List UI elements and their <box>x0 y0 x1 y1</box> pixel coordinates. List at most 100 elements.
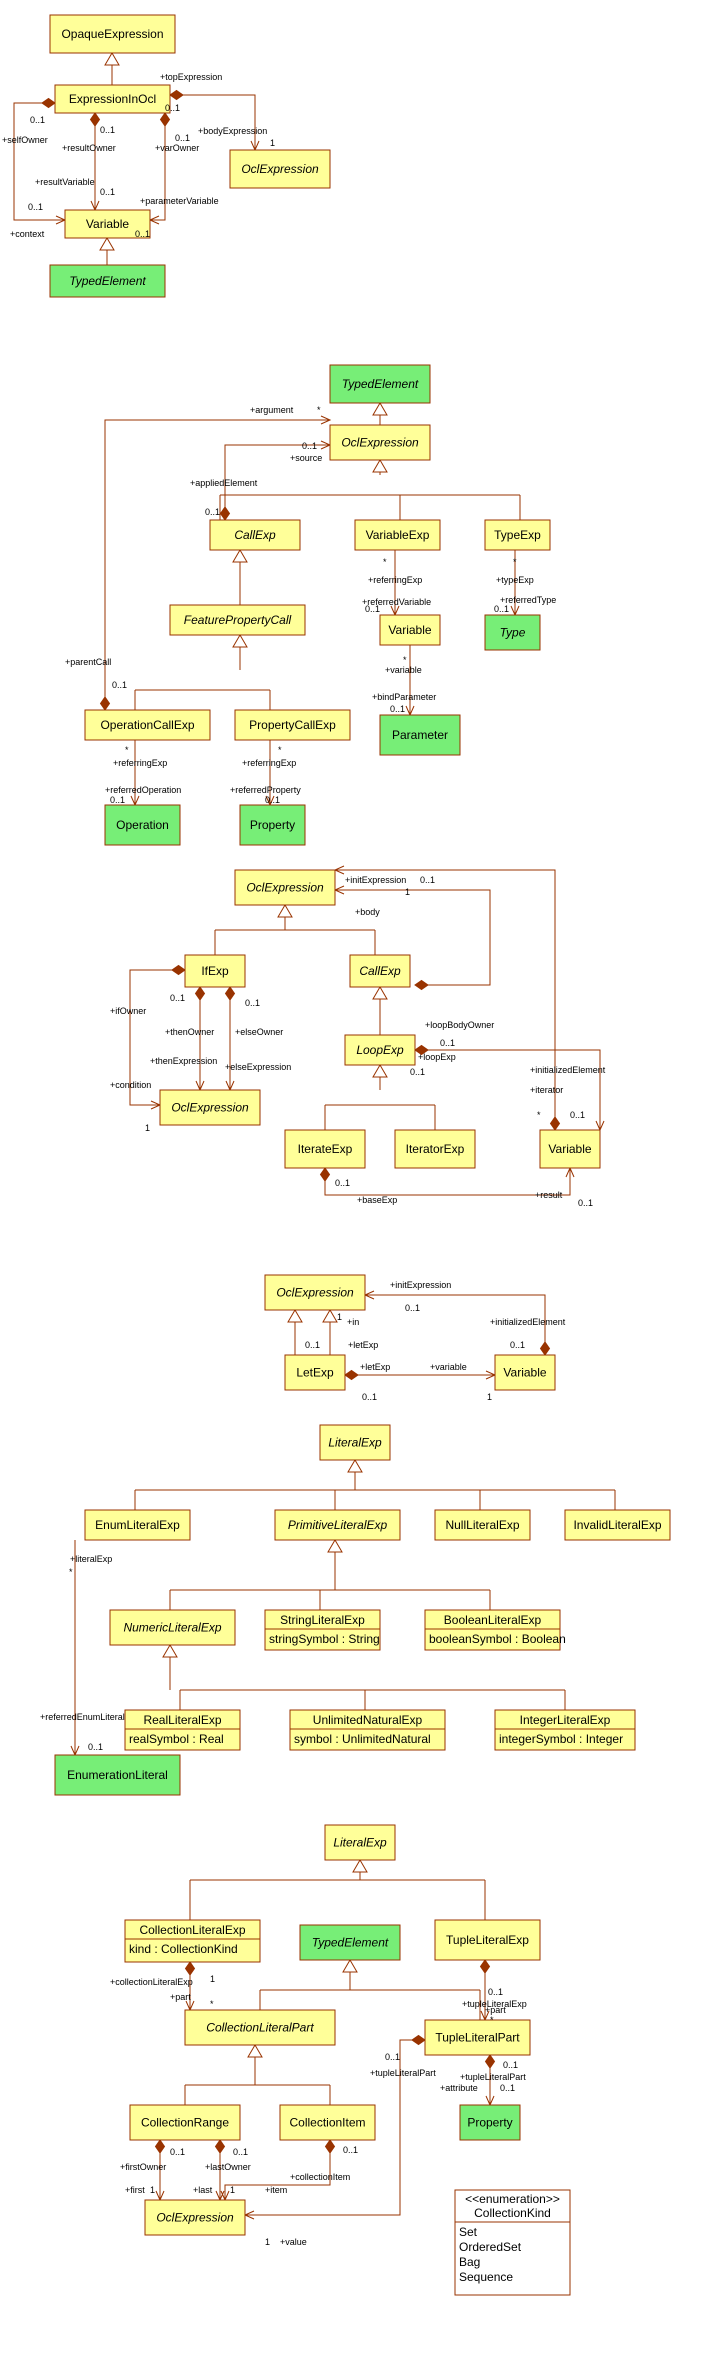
class-parameter[interactable]: Parameter <box>379 714 461 756</box>
class-if-exp[interactable]: IfExp <box>184 954 246 988</box>
class-ocl-expression[interactable]: OclExpression <box>229 149 331 189</box>
class-type-exp[interactable]: TypeExp <box>484 519 551 551</box>
class-literal-exp[interactable]: LiteralExp <box>319 1424 391 1461</box>
class-numeric-literal-exp[interactable]: NumericLiteralExp <box>109 1609 236 1646</box>
edge-label: 0..1 <box>440 1038 455 1048</box>
class-variable[interactable]: Variable <box>379 614 441 646</box>
edge-comp-31 <box>194 986 206 1092</box>
edge-label: +thenOwner <box>165 1027 214 1037</box>
enumeration-literal: OrderedSet <box>459 2240 522 2254</box>
class-property-call-exp[interactable]: PropertyCallExp <box>234 709 351 741</box>
class-primitive-literal-exp[interactable]: PrimitiveLiteralExp <box>274 1509 401 1541</box>
class-expression-in-ocl[interactable]: ExpressionInOcl <box>54 84 171 114</box>
composition-diamond <box>484 2054 496 2069</box>
class-box <box>144 2199 246 2236</box>
class-variable[interactable]: Variable <box>539 1129 601 1169</box>
class-box <box>299 1924 401 1961</box>
edge-label: +last <box>193 2185 213 2195</box>
composition-diamond <box>411 2034 426 2046</box>
edge-label: 0..1 <box>365 604 380 614</box>
edge-label: 0..1 <box>30 115 45 125</box>
class-tuple-literal-exp[interactable]: TupleLiteralExp <box>434 1919 541 1961</box>
class-loop-exp[interactable]: LoopExp <box>344 1034 416 1066</box>
class-name: CallExp <box>234 528 276 542</box>
edge-label: +baseExp <box>357 1195 397 1205</box>
class-typed-element[interactable]: TypedElement <box>49 264 166 298</box>
class-name: OclExpression <box>171 1101 249 1115</box>
class-collection-literal-part[interactable]: CollectionLiteralPart <box>184 2009 336 2046</box>
edge-label: +condition <box>110 1080 151 1090</box>
class-collection-item[interactable]: CollectionItem <box>279 2104 376 2141</box>
enumeration-collection-kind[interactable]: <<enumeration>>CollectionKindSetOrderedS… <box>454 2189 571 2296</box>
generalization-arrowhead <box>99 237 115 251</box>
class-typed-element[interactable]: TypedElement <box>329 364 431 404</box>
class-type[interactable]: Type <box>484 614 541 651</box>
class-call-exp[interactable]: CallExp <box>209 519 301 551</box>
class-let-exp[interactable]: LetExp <box>284 1354 346 1391</box>
class-iterator-exp[interactable]: IteratorExp <box>394 1129 476 1169</box>
class-operation-call-exp[interactable]: OperationCallExp <box>84 709 211 741</box>
class-ocl-expression[interactable]: OclExpression <box>234 869 336 906</box>
class-ocl-expression[interactable]: OclExpression <box>329 424 431 461</box>
generalization-arrowhead <box>327 1539 343 1553</box>
edge-label: 0..1 <box>390 704 405 714</box>
edge-label: 1 <box>270 138 275 148</box>
edge-gen-26 <box>277 904 293 930</box>
class-variable-exp[interactable]: VariableExp <box>354 519 441 551</box>
class-null-literal-exp[interactable]: NullLiteralExp <box>434 1509 531 1541</box>
class-opaque-expression[interactable]: OpaqueExpression <box>49 14 176 54</box>
class-enum-literal-exp[interactable]: EnumLiteralExp <box>84 1509 191 1541</box>
class-property[interactable]: Property <box>239 804 306 846</box>
class-feature-property-call[interactable]: FeaturePropertyCall <box>169 604 306 636</box>
edge-line <box>150 113 166 221</box>
class-call-exp[interactable]: CallExp <box>349 954 411 988</box>
class-invalid-literal-exp[interactable]: InvalidLiteralExp <box>564 1509 671 1541</box>
class-name: CollectionLiteralPart <box>206 2021 314 2035</box>
class-ocl-expression[interactable]: OclExpression <box>264 1274 366 1311</box>
class-name: TupleLiteralPart <box>435 2031 520 2045</box>
edge-label: 0..1 <box>100 125 115 135</box>
class-ocl-expression[interactable]: OclExpression <box>159 1089 261 1126</box>
class-box <box>289 1709 446 1751</box>
class-box <box>379 714 461 756</box>
edge-label: 1 <box>337 1312 342 1322</box>
class-typed-element[interactable]: TypedElement <box>299 1924 401 1961</box>
class-box <box>264 1274 366 1311</box>
composition-diamond <box>324 2139 336 2154</box>
class-property[interactable]: Property <box>459 2104 521 2141</box>
class-variable[interactable]: Variable <box>494 1354 556 1391</box>
edge-gen-51 <box>327 1539 343 1590</box>
edge-label: 0..1 <box>245 998 260 1008</box>
class-variable[interactable]: Variable <box>64 209 151 239</box>
edge-label: 0..1 <box>112 680 127 690</box>
edge-label: 0..1 <box>494 604 509 614</box>
edge-label: +referredEnumLiteral <box>40 1712 125 1722</box>
edge-comp-32 <box>224 986 236 1092</box>
class-box <box>109 1609 236 1646</box>
class-box <box>379 614 441 646</box>
edge-label: 0..1 <box>385 2052 400 2062</box>
class-name: TypedElement <box>312 1936 389 1950</box>
enumeration-literal: Bag <box>459 2255 480 2269</box>
class-box <box>319 1424 391 1461</box>
edge-gen-73 <box>247 2044 263 2085</box>
enumeration-stereotype: <<enumeration>> <box>465 2192 560 2206</box>
class-literal-exp[interactable]: LiteralExp <box>324 1824 396 1861</box>
class-enumeration-literal[interactable]: EnumerationLiteral <box>54 1754 181 1796</box>
class-ocl-expression[interactable]: OclExpression <box>144 2199 246 2236</box>
edge-comp-2 <box>13 97 67 225</box>
class-iterate-exp[interactable]: IterateExp <box>284 1129 366 1169</box>
edge-label: 0..1 <box>578 1198 593 1208</box>
class-tuple-literal-part[interactable]: TupleLiteralPart <box>424 2019 531 2056</box>
class-collection-range[interactable]: CollectionRange <box>129 2104 241 2141</box>
edge-label: * <box>69 1567 73 1577</box>
edge-label: +resultOwner <box>62 143 116 153</box>
class-operation[interactable]: Operation <box>104 804 181 846</box>
edge-label: +loopExp <box>418 1052 456 1062</box>
